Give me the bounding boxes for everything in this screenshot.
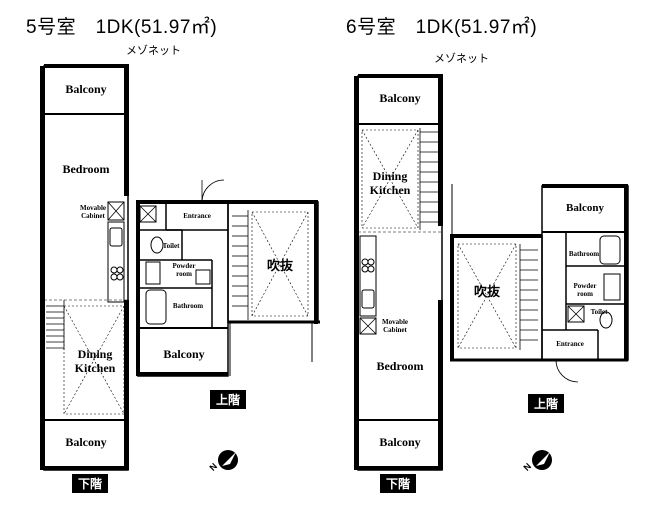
unit6-title: 6号室 1DK(51.97㎡) (346, 17, 538, 38)
unit5-lower-bedroom: Bedroom (62, 162, 110, 176)
unit5-upper-toilet: Toilet (162, 242, 180, 250)
unit5-type-label: メゾネット (126, 45, 181, 57)
unit6-lower-movable-cabinet: Movable Cabinet (381, 318, 409, 335)
unit6-upper-floor-label: 上階 (528, 394, 565, 413)
unit5-lower-walls (40, 64, 129, 471)
unit5-upper-balcony: Balcony (163, 347, 205, 361)
unit6-lower-floor-label: 下階 (380, 474, 417, 493)
unit6-lower-balcony-top: Balcony (379, 91, 421, 105)
unit6-upper-void: 吹抜 (473, 285, 500, 300)
unit6-lower-balcony-bottom: Balcony (379, 435, 421, 449)
unit5-upper-void: 吹抜 (266, 259, 293, 274)
unit5-upper-powder-room: Powder room (172, 262, 196, 279)
unit5-title: 5号室 1DK(51.97㎡) (26, 17, 218, 38)
unit6-type-label: メゾネット (434, 53, 489, 65)
unit6-lower-dining-kitchen: Dining Kitchen (369, 169, 411, 197)
unit6-lower-walls (354, 74, 443, 471)
unit5-lower-floor-label: 下階 (72, 474, 109, 493)
unit5-upper-entrance: Entrance (183, 212, 211, 220)
unit5-upper-bathroom: Bathroom (172, 302, 204, 310)
unit5-upper-floor-label: 上階 (210, 390, 247, 409)
unit6-upper-entrance: Entrance (556, 340, 584, 348)
unit5-lower-dining-kitchen: Dining Kitchen (74, 347, 116, 375)
compass-icon-unit6 (532, 450, 552, 470)
unit5-lower-movable-cabinet: Movable Cabinet (79, 204, 107, 221)
unit6-upper-toilet: Toilet (590, 308, 608, 316)
compass-icon-unit5 (218, 450, 238, 470)
unit5-lower-balcony-bottom: Balcony (65, 435, 107, 449)
unit5-upper-walls (136, 179, 320, 377)
unit6-lower-bedroom: Bedroom (376, 359, 424, 373)
unit6-upper-powder-room: Powder room (573, 282, 597, 299)
unit6-upper-balcony: Balcony (566, 202, 604, 214)
unit5-lower-balcony-top: Balcony (65, 82, 107, 96)
unit6-upper-walls (450, 184, 629, 383)
unit6-upper-bathroom: Bathroom (568, 250, 600, 258)
